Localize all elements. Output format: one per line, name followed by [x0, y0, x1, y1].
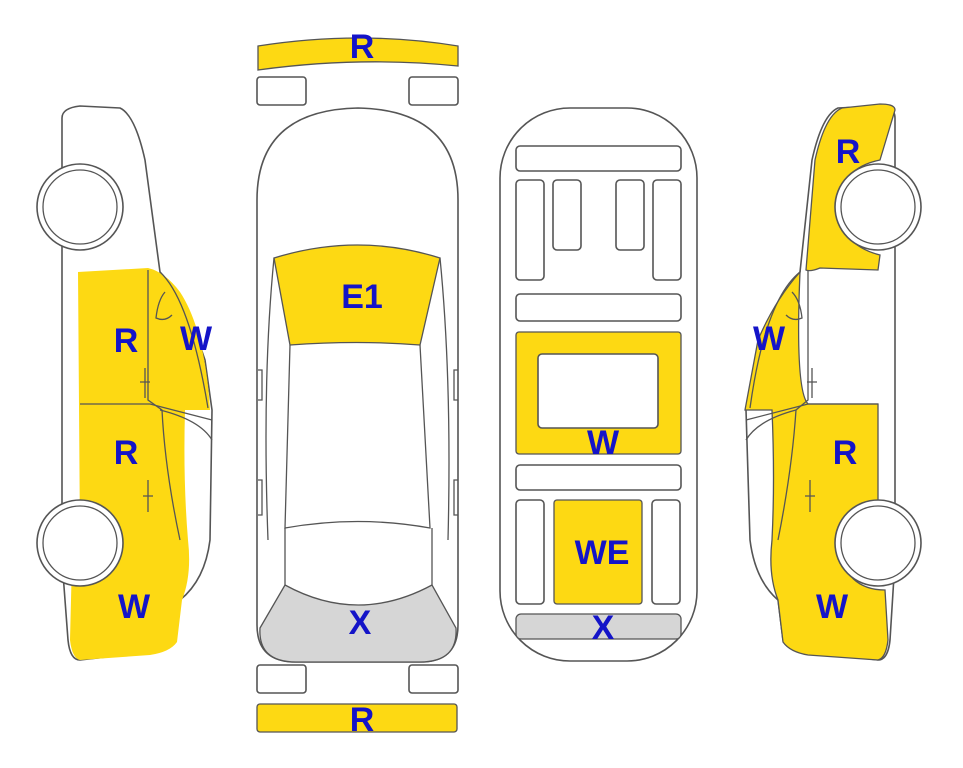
right-front-wheel	[834, 163, 922, 251]
windshield-label: E1	[341, 278, 383, 316]
left-rear-wheel	[36, 499, 124, 587]
top-view-body	[256, 107, 459, 663]
right-side-view: R W R W	[744, 103, 922, 661]
left-a-pillar-label: W	[180, 320, 213, 358]
rear-left-light	[256, 664, 307, 694]
underbody-view: W WE X	[499, 107, 698, 662]
right-front-fender-label: R	[836, 133, 861, 171]
rear-panel[interactable]	[515, 613, 682, 640]
rear-right-light	[408, 664, 459, 694]
front-bumper-label: R	[350, 28, 375, 66]
right-rear-quarter-label: W	[816, 588, 849, 626]
left-rear-quarter-label: W	[118, 588, 151, 626]
right-rear-wheel	[834, 499, 922, 587]
right-a-pillar-label: W	[753, 320, 786, 358]
front-left-light	[256, 76, 307, 106]
left-front-door-label: R	[114, 322, 139, 360]
right-rear-door-label: R	[833, 434, 858, 472]
front-bumper[interactable]	[257, 37, 459, 71]
front-right-light	[408, 76, 459, 106]
rear-bumper-label: R	[350, 701, 375, 739]
top-view: R E1 X R	[256, 28, 459, 739]
left-side-view: R R W W	[36, 105, 213, 661]
trunk-floor-label: W	[587, 424, 620, 462]
spare-wheel-area[interactable]	[553, 499, 643, 605]
rear-bumper[interactable]	[256, 703, 458, 733]
left-rear-door-label: R	[114, 434, 139, 472]
rear-panel-label: X	[592, 609, 615, 647]
rear-window[interactable]	[259, 584, 457, 663]
left-front-wheel	[36, 163, 124, 251]
spare-wheel-area-label: WE	[575, 534, 630, 572]
rear-window-label: X	[349, 604, 372, 642]
